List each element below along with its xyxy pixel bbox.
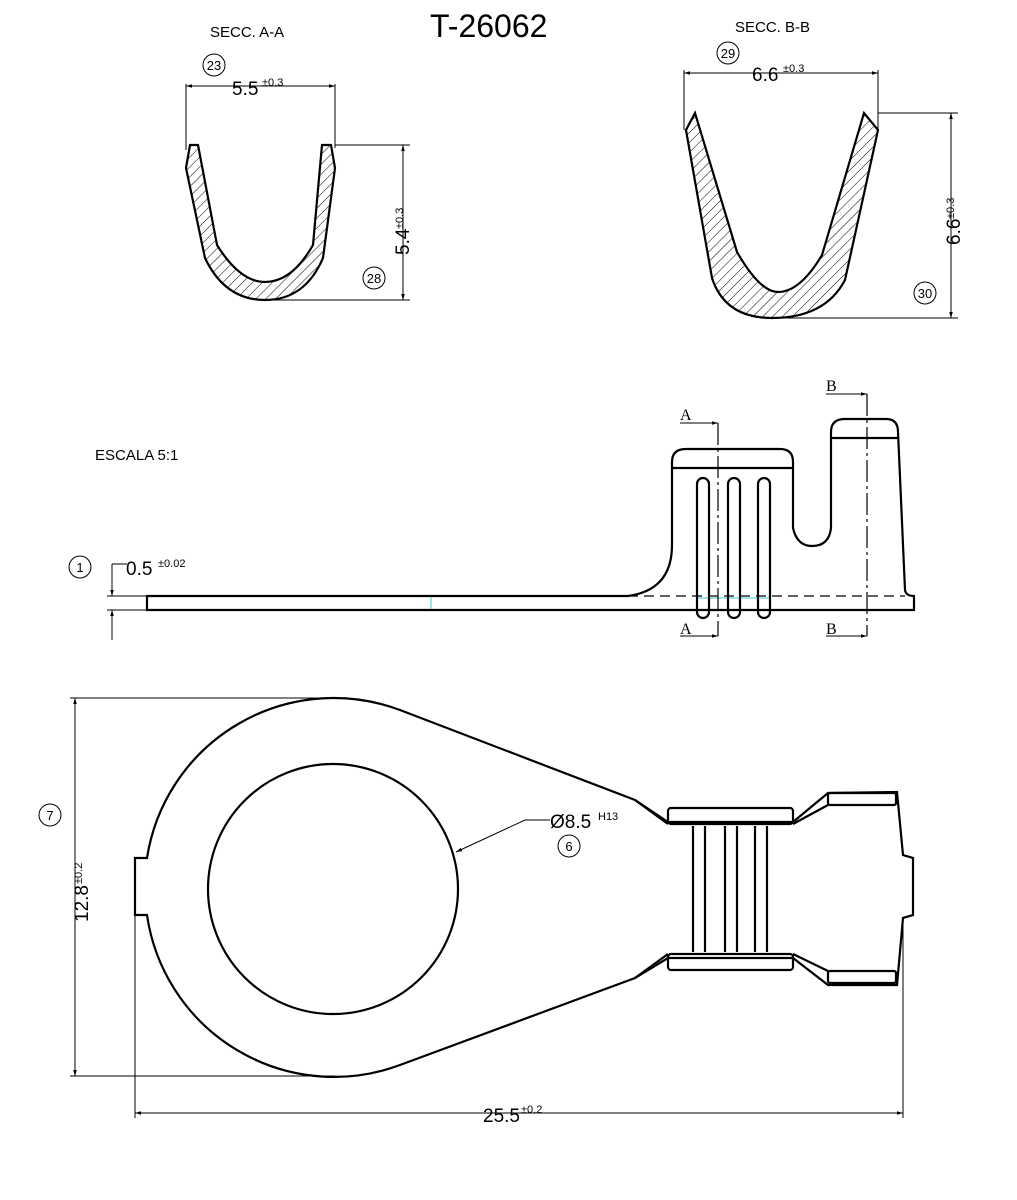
- section-bb-label: SECC. B-B: [735, 19, 810, 36]
- top-length-tol: ±0.2: [521, 1104, 542, 1116]
- ref-number: 1: [76, 560, 83, 575]
- scale-label: ESCALA 5:1: [95, 447, 178, 464]
- slot: [756, 476, 772, 620]
- thickness-tol: ±0.02: [158, 558, 185, 570]
- section-aa: SECC. A-A 5.5 ±0.3 23 5.4 ±0.3 28: [184, 24, 414, 302]
- cut-label-b-bottom: B: [826, 621, 837, 638]
- hole: [206, 762, 460, 1016]
- ref-number: 6: [565, 839, 572, 854]
- ref-number: 7: [46, 808, 53, 823]
- section-bb-profile: [684, 110, 880, 320]
- ref-balloon: [38, 803, 62, 827]
- top-view-outline: [133, 696, 915, 1078]
- cut-label-a-bottom: A: [680, 621, 692, 638]
- ref-balloon: [557, 834, 581, 858]
- section-bb: SECC. B-B 6.6 ±0.3 29 6.6 ±0.3 30: [683, 19, 965, 320]
- section-aa-label: SECC. A-A: [210, 24, 284, 41]
- section-aa-height-value: 5.4: [393, 228, 414, 255]
- cut-label-b-top: B: [826, 378, 837, 395]
- section-aa-width-value: 5.5: [232, 79, 258, 100]
- cut-label-a-top: A: [680, 407, 692, 424]
- ref-balloon: [716, 41, 740, 65]
- hole-dim-tol: H13: [598, 811, 618, 823]
- slot: [726, 476, 742, 620]
- section-bb-width-tol: ±0.3: [783, 63, 804, 75]
- section-aa-height-tol: ±0.3: [394, 208, 406, 229]
- ref-number: 23: [207, 58, 221, 73]
- drawing-title: T-26062: [430, 8, 547, 44]
- section-bb-height-tol: ±0.3: [945, 198, 957, 219]
- section-aa-profile: [184, 143, 337, 302]
- ref-balloon: [202, 53, 226, 77]
- top-view: 12.8 ±0.2 7 25.5 ±0.2 Ø8.5 H13 6: [38, 696, 915, 1127]
- slot: [695, 476, 711, 620]
- thickness-value: 0.5: [126, 559, 152, 580]
- ref-number: 30: [918, 286, 932, 301]
- ref-balloon: [913, 281, 937, 305]
- ref-number: 28: [367, 271, 381, 286]
- ref-number: 29: [721, 46, 735, 61]
- section-bb-height-value: 6.6: [944, 219, 965, 245]
- top-length-value: 25.5: [483, 1106, 520, 1127]
- ref-balloon: [362, 266, 386, 290]
- ref-balloon: [68, 555, 92, 579]
- section-aa-width-tol: ±0.3: [262, 77, 283, 89]
- top-height-value: 12.8: [72, 885, 93, 922]
- side-view: A A B B 0.5 ±0.02 1: [68, 378, 916, 640]
- section-bb-width-value: 6.6: [752, 65, 778, 86]
- side-view-outline: [145, 417, 916, 612]
- top-height-tol: ±0.2: [73, 863, 85, 884]
- hole-dim-value: Ø8.5: [550, 812, 591, 833]
